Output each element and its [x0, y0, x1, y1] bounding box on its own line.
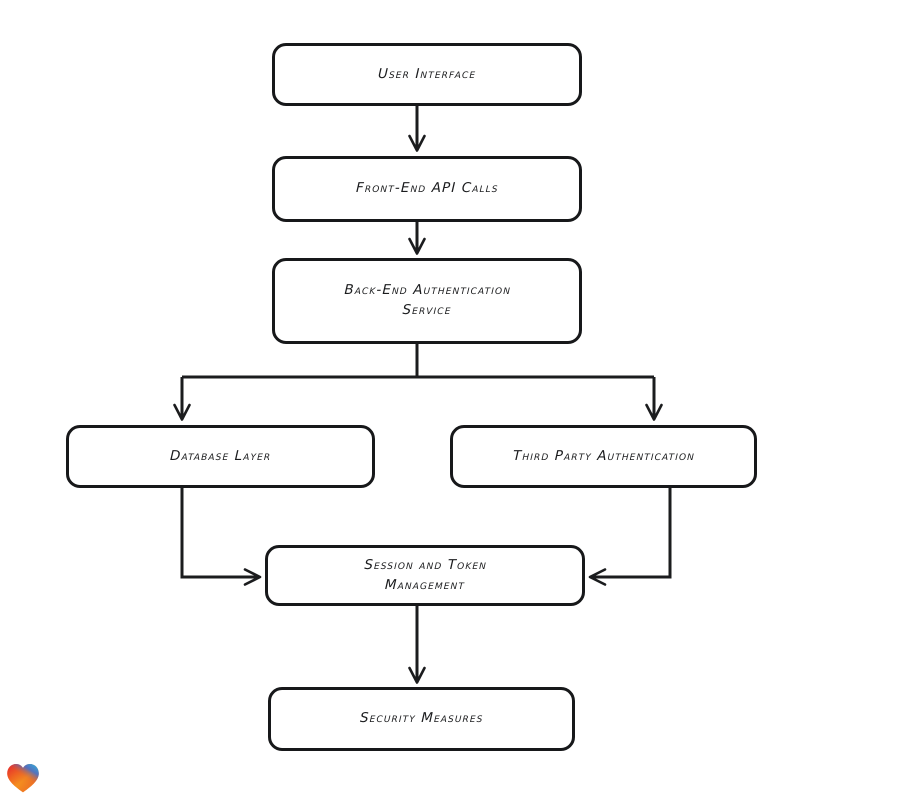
node-label: Security Measures: [359, 710, 484, 727]
node-label: Session and Token Management: [363, 556, 487, 593]
edge-database-layer-to-session-token: [180, 488, 262, 586]
node-label: User Interface: [377, 65, 477, 82]
node-label: Back-End Authentication Service: [343, 282, 511, 318]
node-label: Third Party Authentication: [512, 447, 695, 464]
node-security-measures[interactable]: Security Measures: [268, 687, 575, 751]
node-user-interface[interactable]: User Interface: [272, 43, 582, 106]
edge-session-token-to-security: [408, 606, 426, 684]
edge-user-interface-to-frontend-api: [408, 106, 426, 152]
edge-third-party-auth-to-session-token: [588, 488, 672, 586]
node-session-and-token-management[interactable]: Session and Token Management: [265, 545, 585, 606]
edge-frontend-api-to-backend-auth: [408, 222, 426, 255]
node-frontend-api-calls[interactable]: Front-End API Calls: [272, 156, 582, 222]
node-label: Front-End API Calls: [355, 180, 499, 197]
node-label: Database Layer: [169, 447, 272, 464]
node-database-layer[interactable]: Database Layer: [66, 425, 375, 488]
node-backend-authentication-service[interactable]: Back-End Authentication Service: [272, 258, 582, 344]
edge-backend-auth-split: [173, 344, 663, 421]
node-third-party-authentication[interactable]: Third Party Authentication: [450, 425, 757, 488]
heart-icon: [7, 764, 39, 793]
